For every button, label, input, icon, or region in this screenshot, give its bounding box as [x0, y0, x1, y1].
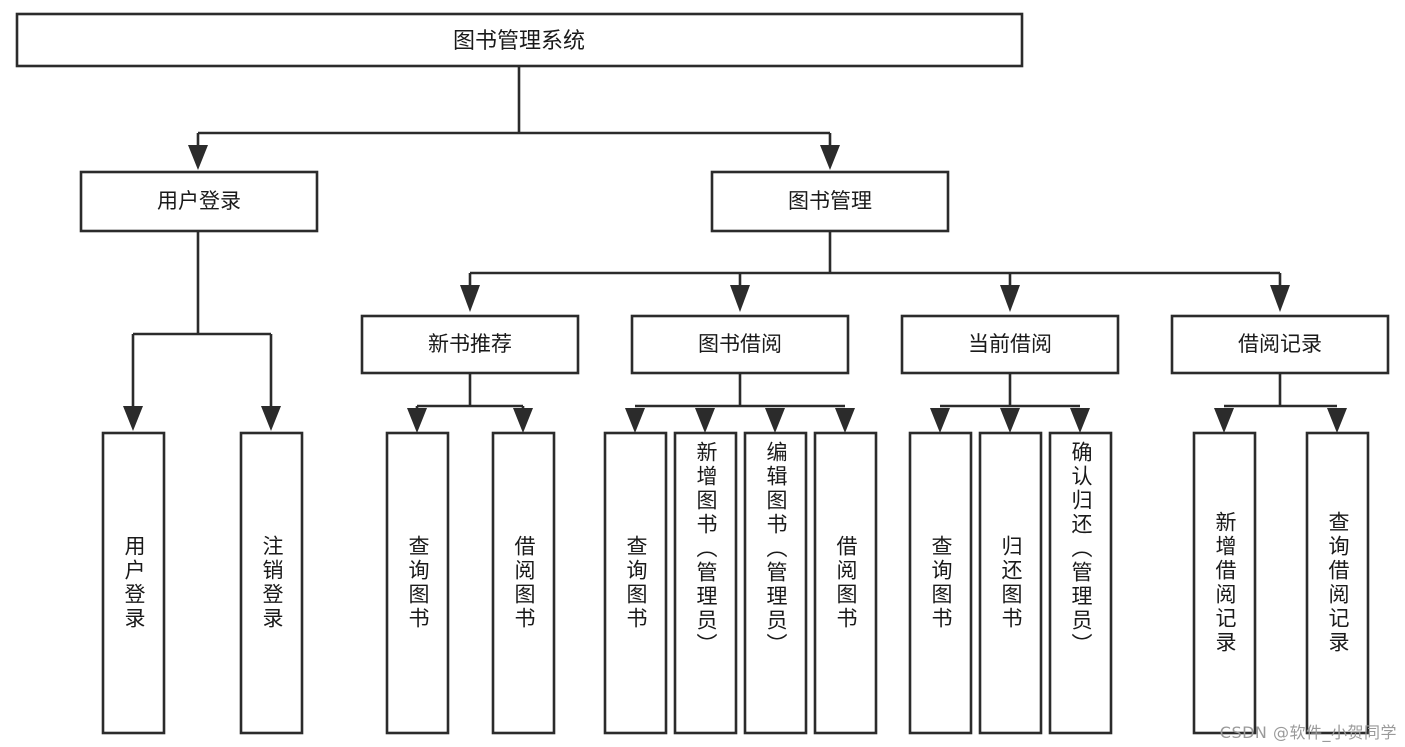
- arrow-head-leaf-add-borrow-record: [1214, 408, 1234, 433]
- node-current-borrow-label: 当前借阅: [968, 332, 1052, 356]
- leaf-add-borrow-record-box[interactable]: [1192, 431, 1257, 735]
- connector-group-new-book-recommend: [407, 373, 533, 433]
- arrow-head-leaf-return-book: [1000, 408, 1020, 433]
- leaf-query-borrow-record-box[interactable]: [1305, 431, 1370, 735]
- connector-group-book-management: [460, 231, 1290, 312]
- arrow-head-borrow-record: [1270, 285, 1290, 312]
- arrow-head-leaf-add-book: [695, 408, 715, 433]
- node-current-borrow-box[interactable]: [900, 314, 1120, 375]
- node-user-login[interactable]: 用户登录: [79, 170, 319, 233]
- arrow-head-leaf-borrow-book-2: [835, 408, 855, 433]
- leaf-confirm-return-box[interactable]: [1048, 431, 1113, 735]
- leaf-edit-book-box[interactable]: [743, 431, 808, 735]
- arrow-head-leaf-user-login: [123, 406, 143, 431]
- arrow-head-leaf-confirm-return: [1070, 408, 1090, 433]
- arrow-head-leaf-borrow-book-1: [513, 408, 533, 433]
- connector-group-user-login: [123, 231, 281, 431]
- leaf-box-group: [101, 431, 1370, 735]
- node-book-borrow[interactable]: 图书借阅: [630, 314, 850, 375]
- arrow-head-leaf-query-book-2: [625, 408, 645, 433]
- node-book-borrow-box[interactable]: [630, 314, 850, 375]
- leaf-query-book-1-box[interactable]: [385, 431, 450, 735]
- node-borrow-record[interactable]: 借阅记录: [1170, 314, 1390, 375]
- node-root[interactable]: 图书管理系统: [15, 12, 1024, 68]
- arrow-head-book-management: [820, 145, 840, 170]
- leaf-add-book-box[interactable]: [673, 431, 738, 735]
- node-new-book-recommend-box[interactable]: [360, 314, 580, 375]
- node-new-book-recommend[interactable]: 新书推荐: [360, 314, 580, 375]
- arrow-head-leaf-edit-book: [765, 408, 785, 433]
- connector-group-root: [188, 66, 840, 170]
- node-user-login-box[interactable]: [79, 170, 319, 233]
- node-root-label: 图书管理系统: [453, 29, 585, 54]
- arrow-head-user-login: [188, 145, 208, 170]
- arrow-head-current-borrow: [1000, 285, 1020, 312]
- arrow-head-leaf-query-book-1: [407, 408, 427, 433]
- leaf-borrow-book-2-box[interactable]: [813, 431, 878, 735]
- leaf-logout-login-box[interactable]: [239, 431, 304, 735]
- node-book-management-box[interactable]: [710, 170, 950, 233]
- leaf-query-book-2-box[interactable]: [603, 431, 668, 735]
- node-book-management-label: 图书管理: [788, 189, 872, 213]
- arrow-head-leaf-logout-login: [261, 406, 281, 431]
- arrow-head-book-borrow: [730, 285, 750, 312]
- connector-group-borrow-record: [1214, 373, 1347, 433]
- leaf-return-book-box[interactable]: [978, 431, 1043, 735]
- connector-group-current-borrow: [930, 373, 1090, 433]
- node-current-borrow[interactable]: 当前借阅: [900, 314, 1120, 375]
- node-new-book-recommend-label: 新书推荐: [428, 332, 512, 356]
- node-book-management[interactable]: 图书管理: [710, 170, 950, 233]
- node-user-login-label: 用户登录: [157, 189, 241, 213]
- node-borrow-record-box[interactable]: [1170, 314, 1390, 375]
- arrow-head-leaf-query-book-3: [930, 408, 950, 433]
- arrow-head-new-book-recommend: [460, 285, 480, 312]
- leaf-user-login-box[interactable]: [101, 431, 166, 735]
- node-book-borrow-label: 图书借阅: [698, 332, 782, 356]
- leaf-query-book-3-box[interactable]: [908, 431, 973, 735]
- connector-group-book-borrow: [625, 373, 855, 433]
- node-root-box[interactable]: [15, 12, 1024, 68]
- leaf-borrow-book-1-box[interactable]: [491, 431, 556, 735]
- csdn-watermark: CSDN @软件_小贺同学: [1219, 723, 1397, 742]
- node-borrow-record-label: 借阅记录: [1238, 332, 1322, 356]
- arrow-head-leaf-query-borrow-record: [1327, 408, 1347, 433]
